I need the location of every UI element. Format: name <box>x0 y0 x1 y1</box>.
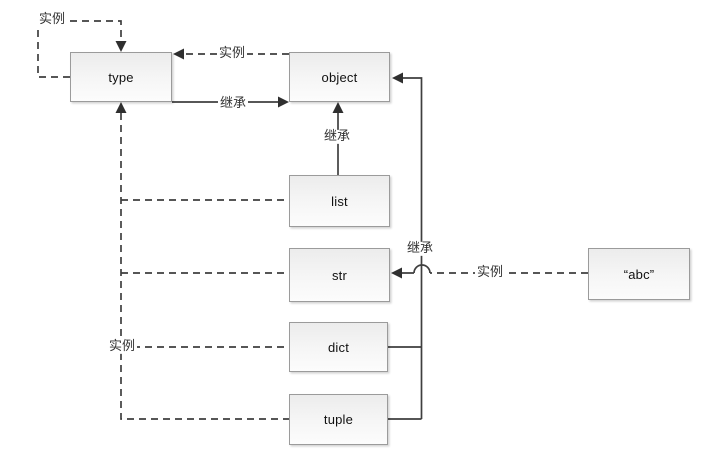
node-abc-label: “abc” <box>623 266 655 282</box>
edge-dict-tuple-to-object-inherit <box>388 77 423 420</box>
node-tuple-label: tuple <box>323 412 354 427</box>
node-str-label: str <box>331 267 348 283</box>
edge-label-type-to-object-inherit: 继承 <box>217 95 249 112</box>
arrowhead-into-type-top-icon <box>115 41 127 52</box>
node-dict-label: dict <box>327 339 350 355</box>
edge-label-type-self-instance: 实例 <box>36 11 68 28</box>
node-str: str <box>289 248 390 302</box>
arrowhead-into-str-right-icon <box>391 267 402 279</box>
arrowhead-into-object-bottom-icon <box>332 102 344 113</box>
node-dict: dict <box>289 322 388 372</box>
node-abc: “abc” <box>588 248 690 300</box>
arrowhead-into-object-right-icon <box>392 72 403 84</box>
edge-label-subtypes-to-type-instance: 实例 <box>106 338 138 355</box>
node-type-label: type <box>108 69 134 85</box>
node-type: type <box>70 52 172 102</box>
edge-label-list-to-object-inherit: 继承 <box>321 128 353 145</box>
edge-label-abc-to-str-instance: 实例 <box>474 264 506 281</box>
node-list: list <box>289 175 390 227</box>
arrowhead-into-type-right-icon <box>173 48 184 60</box>
arrowhead-into-type-bottom-icon <box>115 102 127 113</box>
edge-label-object-to-type-instance: 实例 <box>216 45 248 62</box>
node-object: object <box>289 52 390 102</box>
arrowhead-into-object-left-icon <box>278 96 289 108</box>
node-list-label: list <box>331 193 348 209</box>
node-tuple: tuple <box>289 394 388 445</box>
edge-subtypes-to-type-instance <box>120 113 289 420</box>
node-object-label: object <box>321 69 358 85</box>
edge-label-dict-tuple-to-object-inherit: 继承 <box>404 240 436 257</box>
edge-abc-to-str-instance-hop <box>402 264 431 274</box>
